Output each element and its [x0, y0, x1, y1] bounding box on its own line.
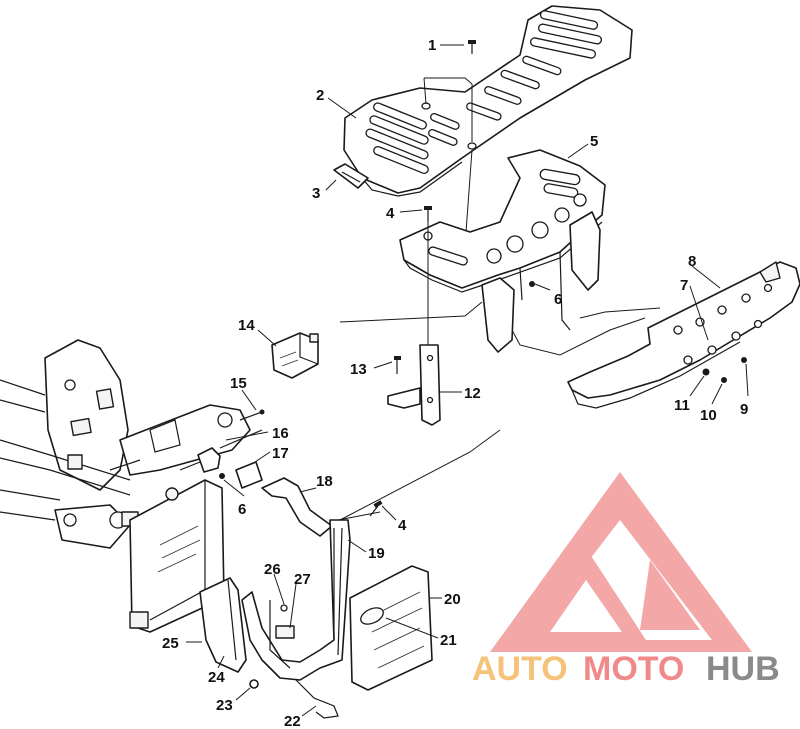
skid-plate-20 [349, 565, 433, 691]
callout-11: 11 [674, 397, 690, 414]
vehicle-frame [0, 339, 251, 549]
callout-6-upper: 6 [554, 291, 562, 308]
callout-labels: 1 2 3 4 5 6 7 8 9 10 11 12 13 14 15 16 1… [162, 37, 748, 729]
leader-lines [186, 44, 749, 717]
clip-3 [333, 163, 369, 189]
callout-8: 8 [688, 253, 696, 270]
callout-15: 15 [230, 375, 247, 392]
callout-21: 21 [440, 632, 457, 649]
mount-bracket [387, 344, 441, 426]
callout-24: 24 [208, 669, 225, 686]
nut-11 [702, 368, 710, 376]
clamp-15 [239, 409, 265, 421]
screw-4-lower [369, 500, 383, 517]
bolt-10 [721, 377, 727, 383]
watermark-logo [490, 472, 752, 652]
callout-3: 3 [312, 185, 320, 202]
callout-14: 14 [238, 317, 255, 334]
logo-text-moto: MOTO [583, 650, 684, 688]
callout-22: 22 [284, 713, 301, 729]
callout-20: 20 [444, 591, 461, 608]
watermark-text: AUTO MOTO HUB [472, 650, 780, 688]
callout-1: 1 [428, 37, 436, 54]
clamp-16 [197, 429, 263, 473]
callout-4-lower: 4 [398, 517, 407, 534]
logo-text-auto: AUTO [472, 650, 568, 688]
footrest-bracket [399, 149, 606, 353]
light-14 [271, 332, 319, 379]
callout-26: 26 [264, 561, 281, 578]
callout-4-upper: 4 [386, 205, 395, 222]
callout-10: 10 [700, 407, 717, 424]
callout-25: 25 [162, 635, 179, 652]
skid-bar-19 [241, 519, 351, 681]
nut-6-upper [529, 281, 535, 287]
screw-13 [394, 356, 401, 374]
front-bumper [567, 261, 800, 409]
nut-23 [249, 679, 259, 689]
bolt-9 [741, 357, 747, 363]
screw-1 [468, 40, 476, 54]
callout-12: 12 [464, 385, 481, 402]
callout-2: 2 [316, 87, 324, 104]
logo-text-hub: HUB [706, 650, 780, 688]
callout-18: 18 [316, 473, 333, 490]
callout-16: 16 [272, 425, 289, 442]
callout-13: 13 [350, 361, 367, 378]
callout-23: 23 [216, 697, 233, 714]
side-panel-24 [199, 577, 247, 673]
callout-27: 27 [294, 571, 311, 588]
callout-9: 9 [740, 401, 748, 418]
callout-5: 5 [590, 133, 598, 150]
callout-17: 17 [272, 445, 289, 462]
screw-4-upper [424, 206, 432, 222]
tube-18 [261, 477, 333, 537]
hose-17 [235, 461, 263, 489]
callout-7: 7 [680, 277, 688, 294]
hook-22 [295, 679, 339, 719]
nut-6-lower [219, 473, 225, 479]
callout-19: 19 [368, 545, 385, 562]
callout-6-lower: 6 [238, 501, 246, 518]
footrest-plate [343, 5, 633, 197]
